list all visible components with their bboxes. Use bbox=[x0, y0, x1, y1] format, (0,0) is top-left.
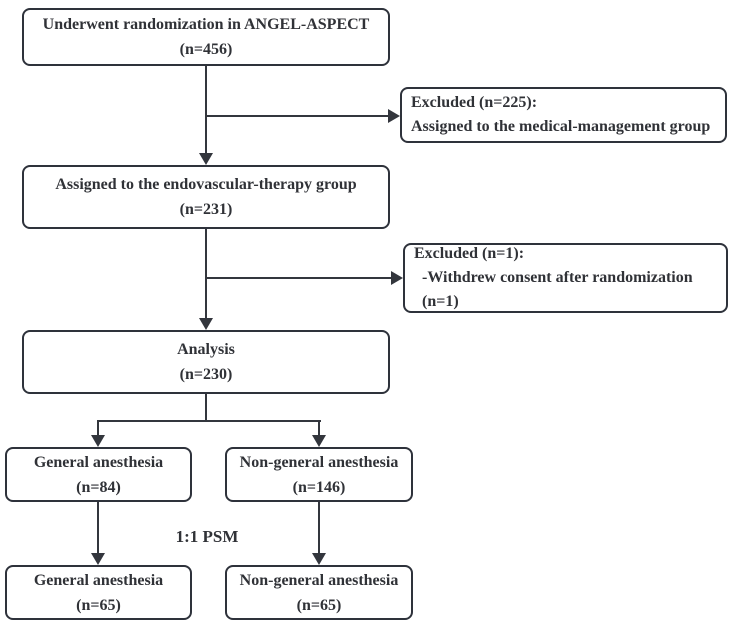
connector-psm-left bbox=[97, 502, 99, 555]
connector-excluded-withdrew bbox=[206, 277, 393, 279]
box-analysis-count: (n=230) bbox=[179, 366, 233, 383]
box-excluded-withdrew: Excluded (n=1): -Withdrew consent after … bbox=[403, 243, 728, 313]
box-excluded-withdrew-line1: Excluded (n=1): bbox=[414, 245, 525, 262]
arrowhead-down-icon bbox=[91, 435, 105, 447]
box-non-general-anesthesia-psm: Non-general anesthesia (n=65) bbox=[225, 565, 413, 620]
arrowhead-right-icon bbox=[388, 109, 400, 123]
arrowhead-down-icon bbox=[199, 153, 213, 165]
connector-randomization-endovascular bbox=[205, 66, 207, 156]
box-excluded-medical-line2: Assigned to the medical-management group bbox=[411, 118, 711, 135]
box-analysis: Analysis (n=230) bbox=[22, 330, 390, 394]
box-endovascular-count: (n=231) bbox=[179, 201, 233, 218]
box-general-anesthesia-psm: General anesthesia (n=65) bbox=[5, 565, 192, 620]
box-non-general-anesthesia: Non-general anesthesia (n=146) bbox=[225, 447, 413, 502]
box-non-general-anesthesia-psm-line1: Non-general anesthesia bbox=[239, 571, 399, 589]
arrowhead-down-icon bbox=[312, 435, 326, 447]
box-excluded-withdrew-line2: -Withdrew consent after randomization bbox=[422, 269, 693, 286]
box-excluded-medical: Excluded (n=225): Assigned to the medica… bbox=[400, 87, 727, 143]
box-general-anesthesia: General anesthesia (n=84) bbox=[5, 447, 192, 502]
box-general-anesthesia-psm-count: (n=65) bbox=[76, 596, 121, 614]
box-non-general-anesthesia-line1: Non-general anesthesia bbox=[239, 453, 399, 471]
box-analysis-line1: Analysis bbox=[177, 341, 235, 358]
box-general-anesthesia-psm-line1: General anesthesia bbox=[33, 571, 164, 589]
box-randomization-count: (n=456) bbox=[179, 41, 233, 58]
connector-analysis-split-bar bbox=[97, 420, 321, 422]
box-endovascular: Assigned to the endovascular-therapy gro… bbox=[22, 165, 390, 229]
connector-split-right bbox=[318, 420, 320, 437]
box-excluded-medical-line1: Excluded (n=225): bbox=[411, 94, 538, 111]
arrowhead-down-icon bbox=[312, 553, 326, 565]
box-general-anesthesia-count: (n=84) bbox=[76, 478, 121, 496]
box-general-anesthesia-line1: General anesthesia bbox=[33, 453, 164, 471]
connector-excluded-medical bbox=[206, 115, 390, 117]
connector-endovascular-analysis bbox=[205, 229, 207, 319]
box-excluded-withdrew-line3: (n=1) bbox=[422, 293, 459, 310]
connector-psm-right bbox=[318, 502, 320, 555]
arrowhead-down-icon bbox=[199, 318, 213, 330]
box-non-general-anesthesia-psm-count: (n=65) bbox=[296, 596, 342, 614]
box-randomization-line1: Underwent randomization in ANGEL-ASPECT bbox=[42, 16, 370, 33]
arrowhead-right-icon bbox=[391, 271, 403, 285]
connector-split-left bbox=[97, 420, 99, 437]
psm-label: 1:1 PSM bbox=[175, 527, 239, 546]
box-endovascular-line1: Assigned to the endovascular-therapy gro… bbox=[55, 176, 357, 193]
box-non-general-anesthesia-count: (n=146) bbox=[292, 478, 346, 496]
arrowhead-down-icon bbox=[91, 553, 105, 565]
box-randomization: Underwent randomization in ANGEL-ASPECT … bbox=[22, 8, 390, 66]
connector-analysis-split-stem bbox=[205, 394, 207, 422]
